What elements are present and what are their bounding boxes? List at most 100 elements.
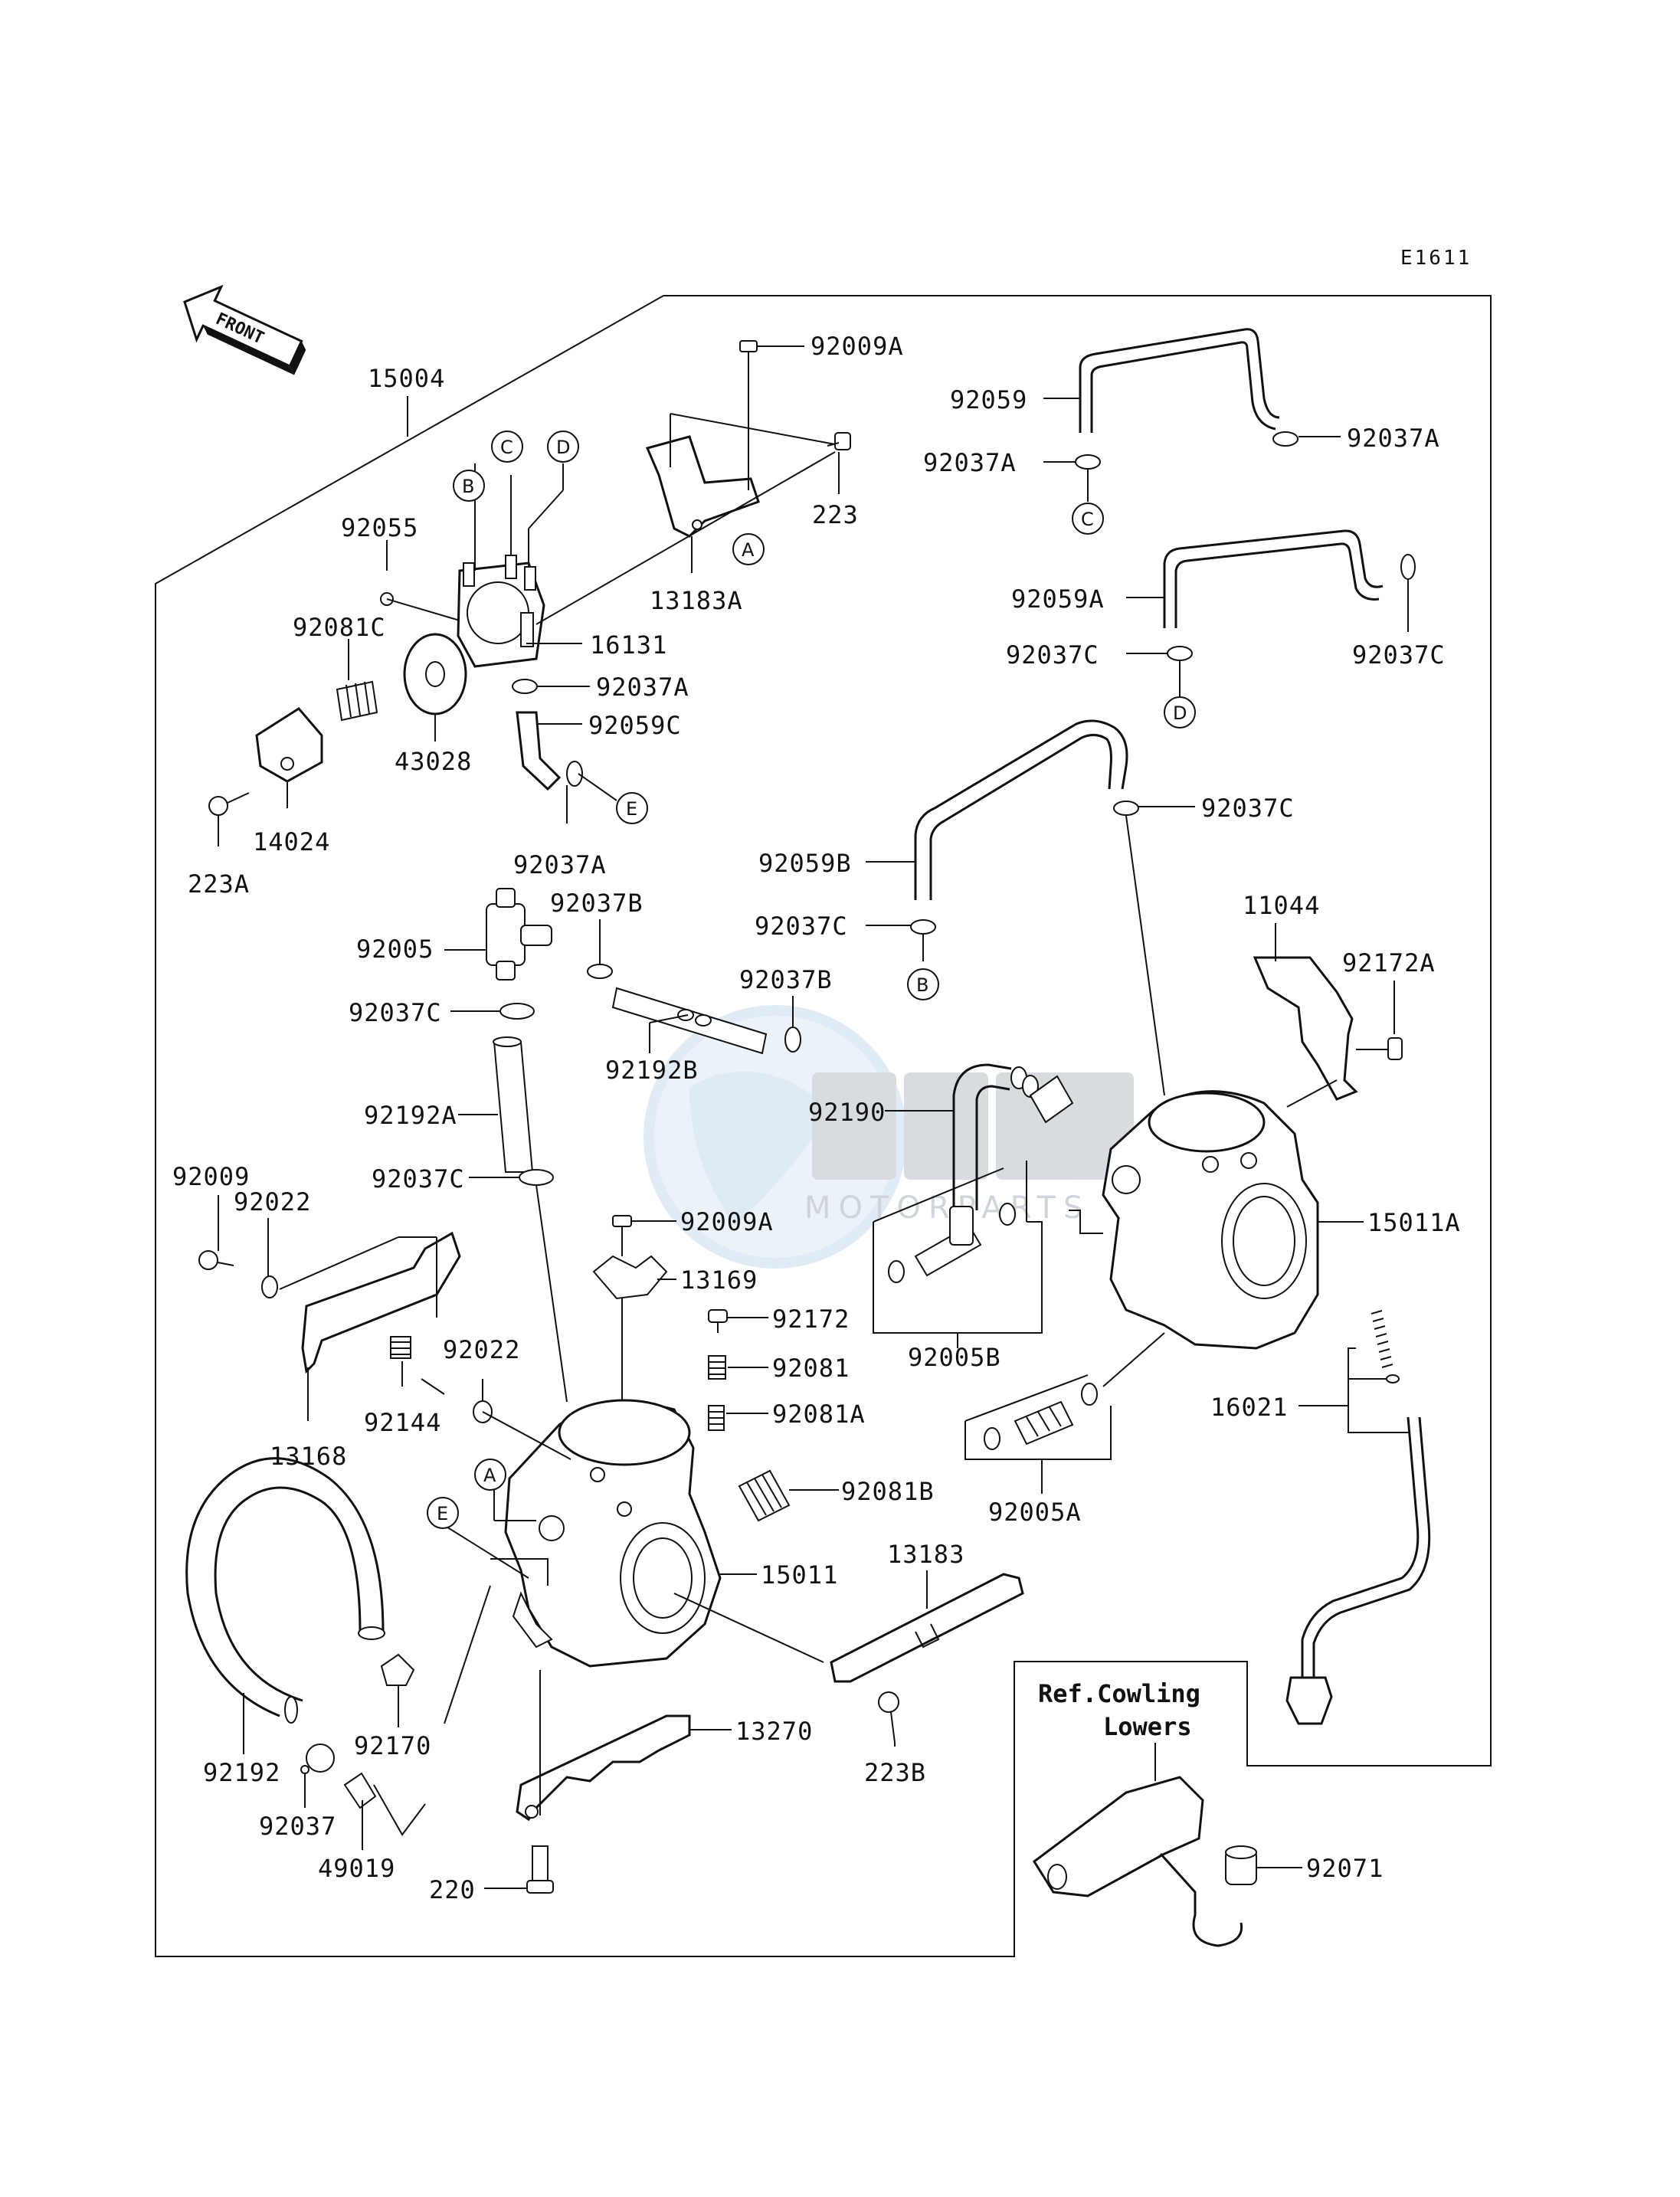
- spring-16021: [1371, 1310, 1393, 1368]
- screw-92009A-mid: [612, 1215, 632, 1256]
- label-92081A: 92081A: [772, 1400, 866, 1429]
- bracket-11044: [1253, 956, 1358, 1101]
- spring-92144: [390, 1336, 411, 1359]
- label-92037A-4: 92037A: [923, 448, 1017, 477]
- label-13270: 13270: [735, 1717, 813, 1746]
- label-92172A: 92172A: [1342, 948, 1436, 977]
- callout-a-icon: A: [732, 533, 765, 565]
- cover-14024: [255, 707, 323, 783]
- label-92037C-3: 92037C: [1201, 794, 1295, 823]
- grommet-92071: [1225, 1845, 1257, 1885]
- label-92059B: 92059B: [758, 849, 852, 878]
- plug-49019: [343, 1772, 377, 1809]
- label-92192A: 92192A: [364, 1101, 457, 1130]
- label-16021: 16021: [1210, 1393, 1288, 1422]
- label-92192B: 92192B: [605, 1056, 699, 1085]
- hose-92059B: [914, 719, 1128, 900]
- label-92037C-2: 92037C: [1352, 640, 1446, 670]
- clamp-92037C-mid: [1167, 646, 1193, 661]
- label-223B: 223B: [864, 1758, 926, 1787]
- label-223A: 223A: [188, 869, 250, 899]
- label-92081B: 92081B: [841, 1477, 935, 1506]
- svg-text:A: A: [742, 539, 755, 561]
- label-92037B-1: 92037B: [550, 889, 644, 918]
- label-13183: 13183: [887, 1540, 964, 1569]
- label-92081: 92081: [772, 1354, 850, 1383]
- tee-fitting-92005: [486, 888, 552, 981]
- label-92037C-6: 92037C: [372, 1164, 465, 1193]
- bolt-92172A: [1356, 1037, 1403, 1060]
- screw-223A: [208, 792, 250, 816]
- callout-c-right-icon: C: [1072, 503, 1104, 535]
- clamp-92037-lower: [300, 1744, 335, 1774]
- label-92037B-2: 92037B: [739, 965, 833, 994]
- carburetor-15011: [504, 1399, 722, 1668]
- callout-a-lower-icon: A: [474, 1459, 506, 1491]
- label-92037A-1: 92037A: [596, 673, 689, 702]
- spring-92081A: [708, 1405, 725, 1431]
- watermark-text: MOTORPARTS: [804, 1190, 1090, 1226]
- plate-13270: [516, 1714, 691, 1822]
- clamp-92037C-upper: [1113, 801, 1139, 816]
- spring-92081B: [738, 1469, 791, 1522]
- callout-e-lower-icon: E: [427, 1497, 459, 1529]
- screw-92172: [708, 1309, 728, 1333]
- clamp-92037C-left: [499, 1003, 535, 1020]
- tube-92192B: [611, 987, 768, 1055]
- svg-text:E: E: [626, 798, 637, 820]
- elbow-hose-92190: [952, 1063, 1012, 1210]
- lever-13168: [301, 1231, 461, 1374]
- label-92190: 92190: [808, 1098, 886, 1127]
- clamp-92037B-right: [784, 1026, 801, 1053]
- label-13168: 13168: [270, 1442, 347, 1471]
- label-92192: 92192: [203, 1758, 280, 1787]
- front-arrow-icon: FRONT: [183, 284, 306, 375]
- screw-223: [827, 432, 851, 450]
- callout-d-right-icon: D: [1164, 696, 1196, 729]
- svg-text:D: D: [1173, 702, 1187, 724]
- label-92009A-mid: 92009A: [680, 1207, 774, 1236]
- clamp-92037B-tee: [587, 964, 613, 979]
- diaphragm-43028: [403, 633, 467, 715]
- osm-watermark-logo: [644, 1005, 1134, 1269]
- label-13169: 13169: [680, 1265, 758, 1295]
- label-92037C-4: 92037C: [755, 912, 848, 941]
- callout-b-icon: B: [453, 470, 485, 502]
- callout-d-icon: D: [547, 431, 579, 463]
- hose-92192: [185, 1457, 385, 1717]
- spring-92081: [708, 1355, 726, 1380]
- callout-e-icon: E: [616, 792, 648, 824]
- callout-c-icon: C: [491, 431, 523, 463]
- screw-223B: [878, 1691, 899, 1744]
- diagram-code: E1611: [1400, 247, 1472, 270]
- tube-92192A: [493, 1036, 534, 1173]
- label-13183A: 13183A: [650, 586, 743, 615]
- screw-220: [526, 1845, 554, 1894]
- fuel-valve-body: [457, 555, 545, 668]
- hose-92059C: [516, 711, 562, 791]
- cowling-bracket: [1032, 1776, 1243, 1947]
- label-43028: 43028: [395, 747, 472, 776]
- clamp-92037A-mid: [1075, 454, 1101, 470]
- label-92009: 92009: [172, 1162, 250, 1191]
- fitting-92190-end: [1029, 1075, 1074, 1124]
- label-14024: 14024: [253, 827, 330, 856]
- connector-92005A: [1014, 1400, 1074, 1446]
- plate-13183: [830, 1573, 1024, 1683]
- svg-text:B: B: [916, 974, 928, 996]
- label-49019: 49019: [318, 1854, 395, 1883]
- screw-92009A-top: [739, 340, 758, 383]
- label-92022-2: 92022: [443, 1335, 520, 1364]
- label-15011: 15011: [761, 1560, 838, 1590]
- label-92005A: 92005A: [988, 1498, 1082, 1527]
- cable-end-connector: [1285, 1676, 1333, 1725]
- label-92071: 92071: [1306, 1854, 1384, 1883]
- label-11044: 11044: [1243, 891, 1320, 920]
- label-220: 220: [429, 1875, 476, 1904]
- label-92059C: 92059C: [588, 711, 682, 740]
- label-92055: 92055: [341, 513, 418, 542]
- clamp-92037C-right-top: [1400, 554, 1416, 580]
- label-92170: 92170: [354, 1731, 431, 1760]
- ref-note-line1: Ref.Cowling: [1038, 1679, 1200, 1708]
